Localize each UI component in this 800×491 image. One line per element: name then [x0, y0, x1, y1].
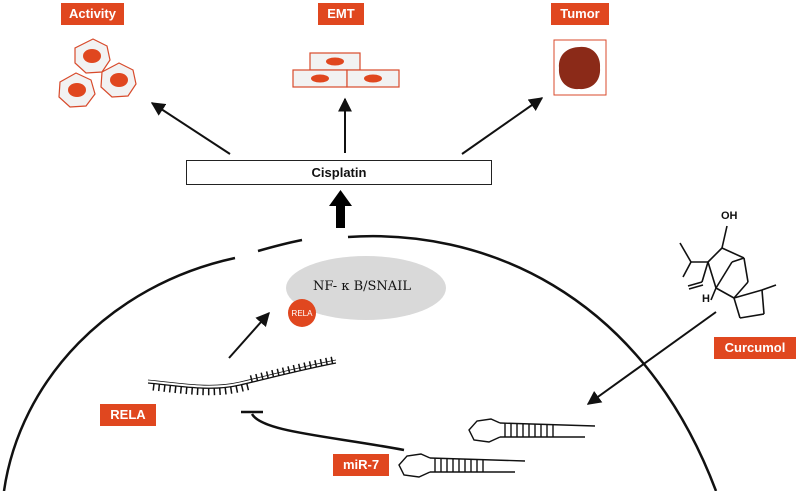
elongated-cell	[292, 69, 348, 88]
hairpin-rna-icon	[398, 418, 596, 478]
mrna-strand-icon	[147, 356, 337, 396]
nfkb-snail-label: NF- κ B/SNAIL	[313, 279, 411, 294]
arrow-mrna-to-nfkb	[228, 311, 270, 359]
h-atom-label: H	[702, 293, 710, 305]
arrow-to-activity	[150, 102, 231, 155]
elongated-cells-icon	[292, 52, 400, 88]
elongated-cell	[309, 52, 361, 71]
elongated-cell	[346, 69, 400, 88]
emt-label: EMT	[318, 3, 364, 25]
nfkb-complex-ellipse	[286, 256, 446, 320]
cell-membrane	[2, 234, 718, 491]
arrow-to-tumor	[461, 97, 544, 155]
tumor-mass-icon	[553, 39, 607, 96]
mrna-bases	[152, 356, 334, 396]
tumor-label: Tumor	[551, 3, 609, 25]
mir7-label: miR-7	[333, 454, 389, 476]
hairpin-lower	[398, 453, 526, 478]
cisplatin-label: Cisplatin	[311, 165, 367, 180]
cisplatin-box: Cisplatin	[186, 160, 492, 185]
round-cells-icon	[58, 38, 137, 108]
hairpin-upper	[468, 418, 596, 443]
activity-label: Activity	[61, 3, 124, 25]
round-cell	[74, 38, 111, 74]
curcumol-label: Curcumol	[714, 337, 796, 359]
oh-group-label: OH	[721, 210, 738, 222]
rela-protein-badge: RELA	[288, 299, 316, 327]
rela-protein-label: RELA	[291, 308, 313, 318]
arrow-curcumol-to-mirna	[586, 311, 717, 405]
inhibition-line	[241, 410, 405, 452]
chemical-structure-icon	[679, 225, 777, 319]
round-cell	[58, 72, 96, 108]
round-cell	[100, 62, 137, 98]
rela-gene-label: RELA	[100, 404, 156, 426]
thick-up-arrow	[329, 190, 352, 228]
